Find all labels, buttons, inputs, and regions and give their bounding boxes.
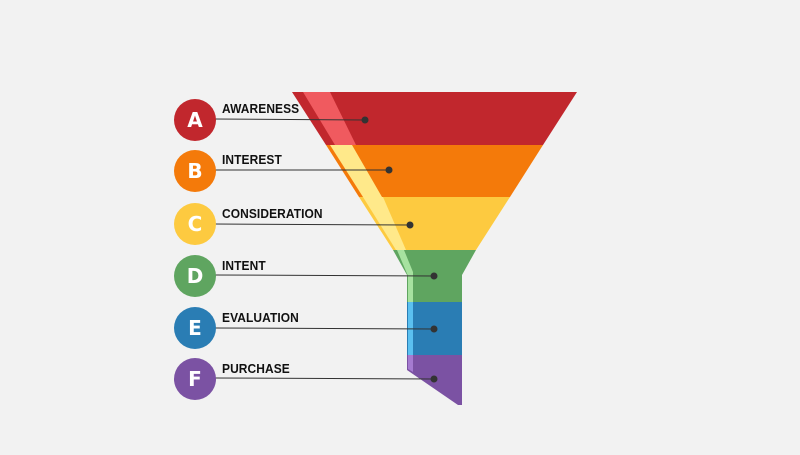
stage-d-label: INTENT xyxy=(222,258,266,273)
stage-c-badge: C xyxy=(174,203,216,245)
funnel-band-b xyxy=(326,145,543,197)
stage-b-badge: B xyxy=(174,150,216,192)
stage-e-label: EVALUATION xyxy=(222,310,299,325)
stage-f-badge: F xyxy=(174,358,216,400)
connector-line-a xyxy=(213,118,366,121)
stage-e-badge: E xyxy=(174,307,216,349)
stage-a-badge: A xyxy=(174,99,216,141)
funnel-band-a xyxy=(292,92,577,145)
stage-c-label: CONSIDERATION xyxy=(222,206,323,221)
connector-dot-d xyxy=(430,272,438,280)
connector-line-f xyxy=(213,377,435,380)
connector-line-c xyxy=(213,223,411,226)
connector-dot-b xyxy=(385,166,393,174)
stage-a-label: AWARENESS xyxy=(222,101,300,116)
stage-f-label: PURCHASE xyxy=(222,361,290,376)
connector-dot-a xyxy=(361,116,369,124)
funnel-highlight-c xyxy=(363,197,406,250)
connector-dot-f xyxy=(430,375,438,383)
connector-line-d xyxy=(213,274,435,277)
funnel-highlight-d xyxy=(397,250,413,302)
stage-b-label: INTEREST xyxy=(222,152,282,167)
connector-dot-e xyxy=(430,325,438,333)
funnel-highlight-b xyxy=(330,145,382,197)
stage-d-badge: D xyxy=(174,255,216,297)
funnel-highlight-top xyxy=(303,92,356,145)
connector-dot-c xyxy=(406,221,414,229)
connector-line-e xyxy=(213,327,435,330)
funnel-highlight-f xyxy=(408,355,413,372)
